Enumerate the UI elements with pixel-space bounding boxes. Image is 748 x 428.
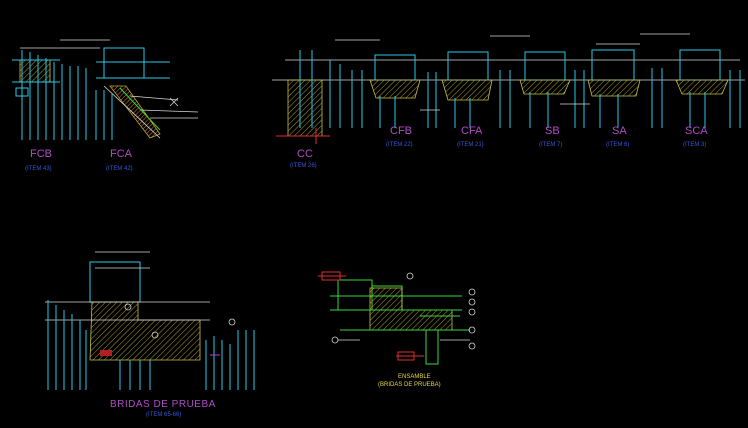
profile-item-sb: (ITEM 7)	[539, 142, 562, 148]
profile-label-cc: CC	[297, 148, 313, 160]
profile-item-sca: (ITEM 3)	[683, 142, 706, 148]
detail-bridas-de-prueba	[45, 251, 255, 390]
profile-item-fca: (ITEM 42)	[106, 166, 133, 172]
profile-item-cfb: (ITEM 22)	[386, 142, 413, 148]
bridas-label: BRIDAS DE PRUEBA	[110, 399, 216, 410]
profile-label-fca: FCA	[110, 148, 133, 160]
profile-label-sca: SCA	[685, 125, 708, 137]
detail-profiles-row	[272, 33, 745, 144]
profile-label-cfb: CFB	[390, 125, 412, 137]
ensamble-label: ENSAMBLE	[398, 374, 431, 380]
profile-label-sb: SB	[545, 125, 560, 137]
profile-label-fcb: FCB	[30, 148, 52, 160]
profile-label-sa: SA	[612, 125, 627, 137]
bridas-item: (ITEM 65-66)	[146, 412, 181, 418]
detail-ensamble	[318, 271, 476, 365]
profile-label-cfa: CFA	[461, 125, 483, 137]
ensamble-sub: (BRIDAS DE PRUEBA)	[378, 382, 441, 388]
profile-item-fcb: (ITEM 43)	[25, 166, 52, 172]
detail-fcb-fca	[12, 39, 199, 140]
profile-item-cfa: (ITEM 21)	[457, 142, 484, 148]
profile-item-sa: (ITEM 6)	[606, 142, 629, 148]
profile-item-cc: (ITEM 26)	[290, 163, 317, 169]
